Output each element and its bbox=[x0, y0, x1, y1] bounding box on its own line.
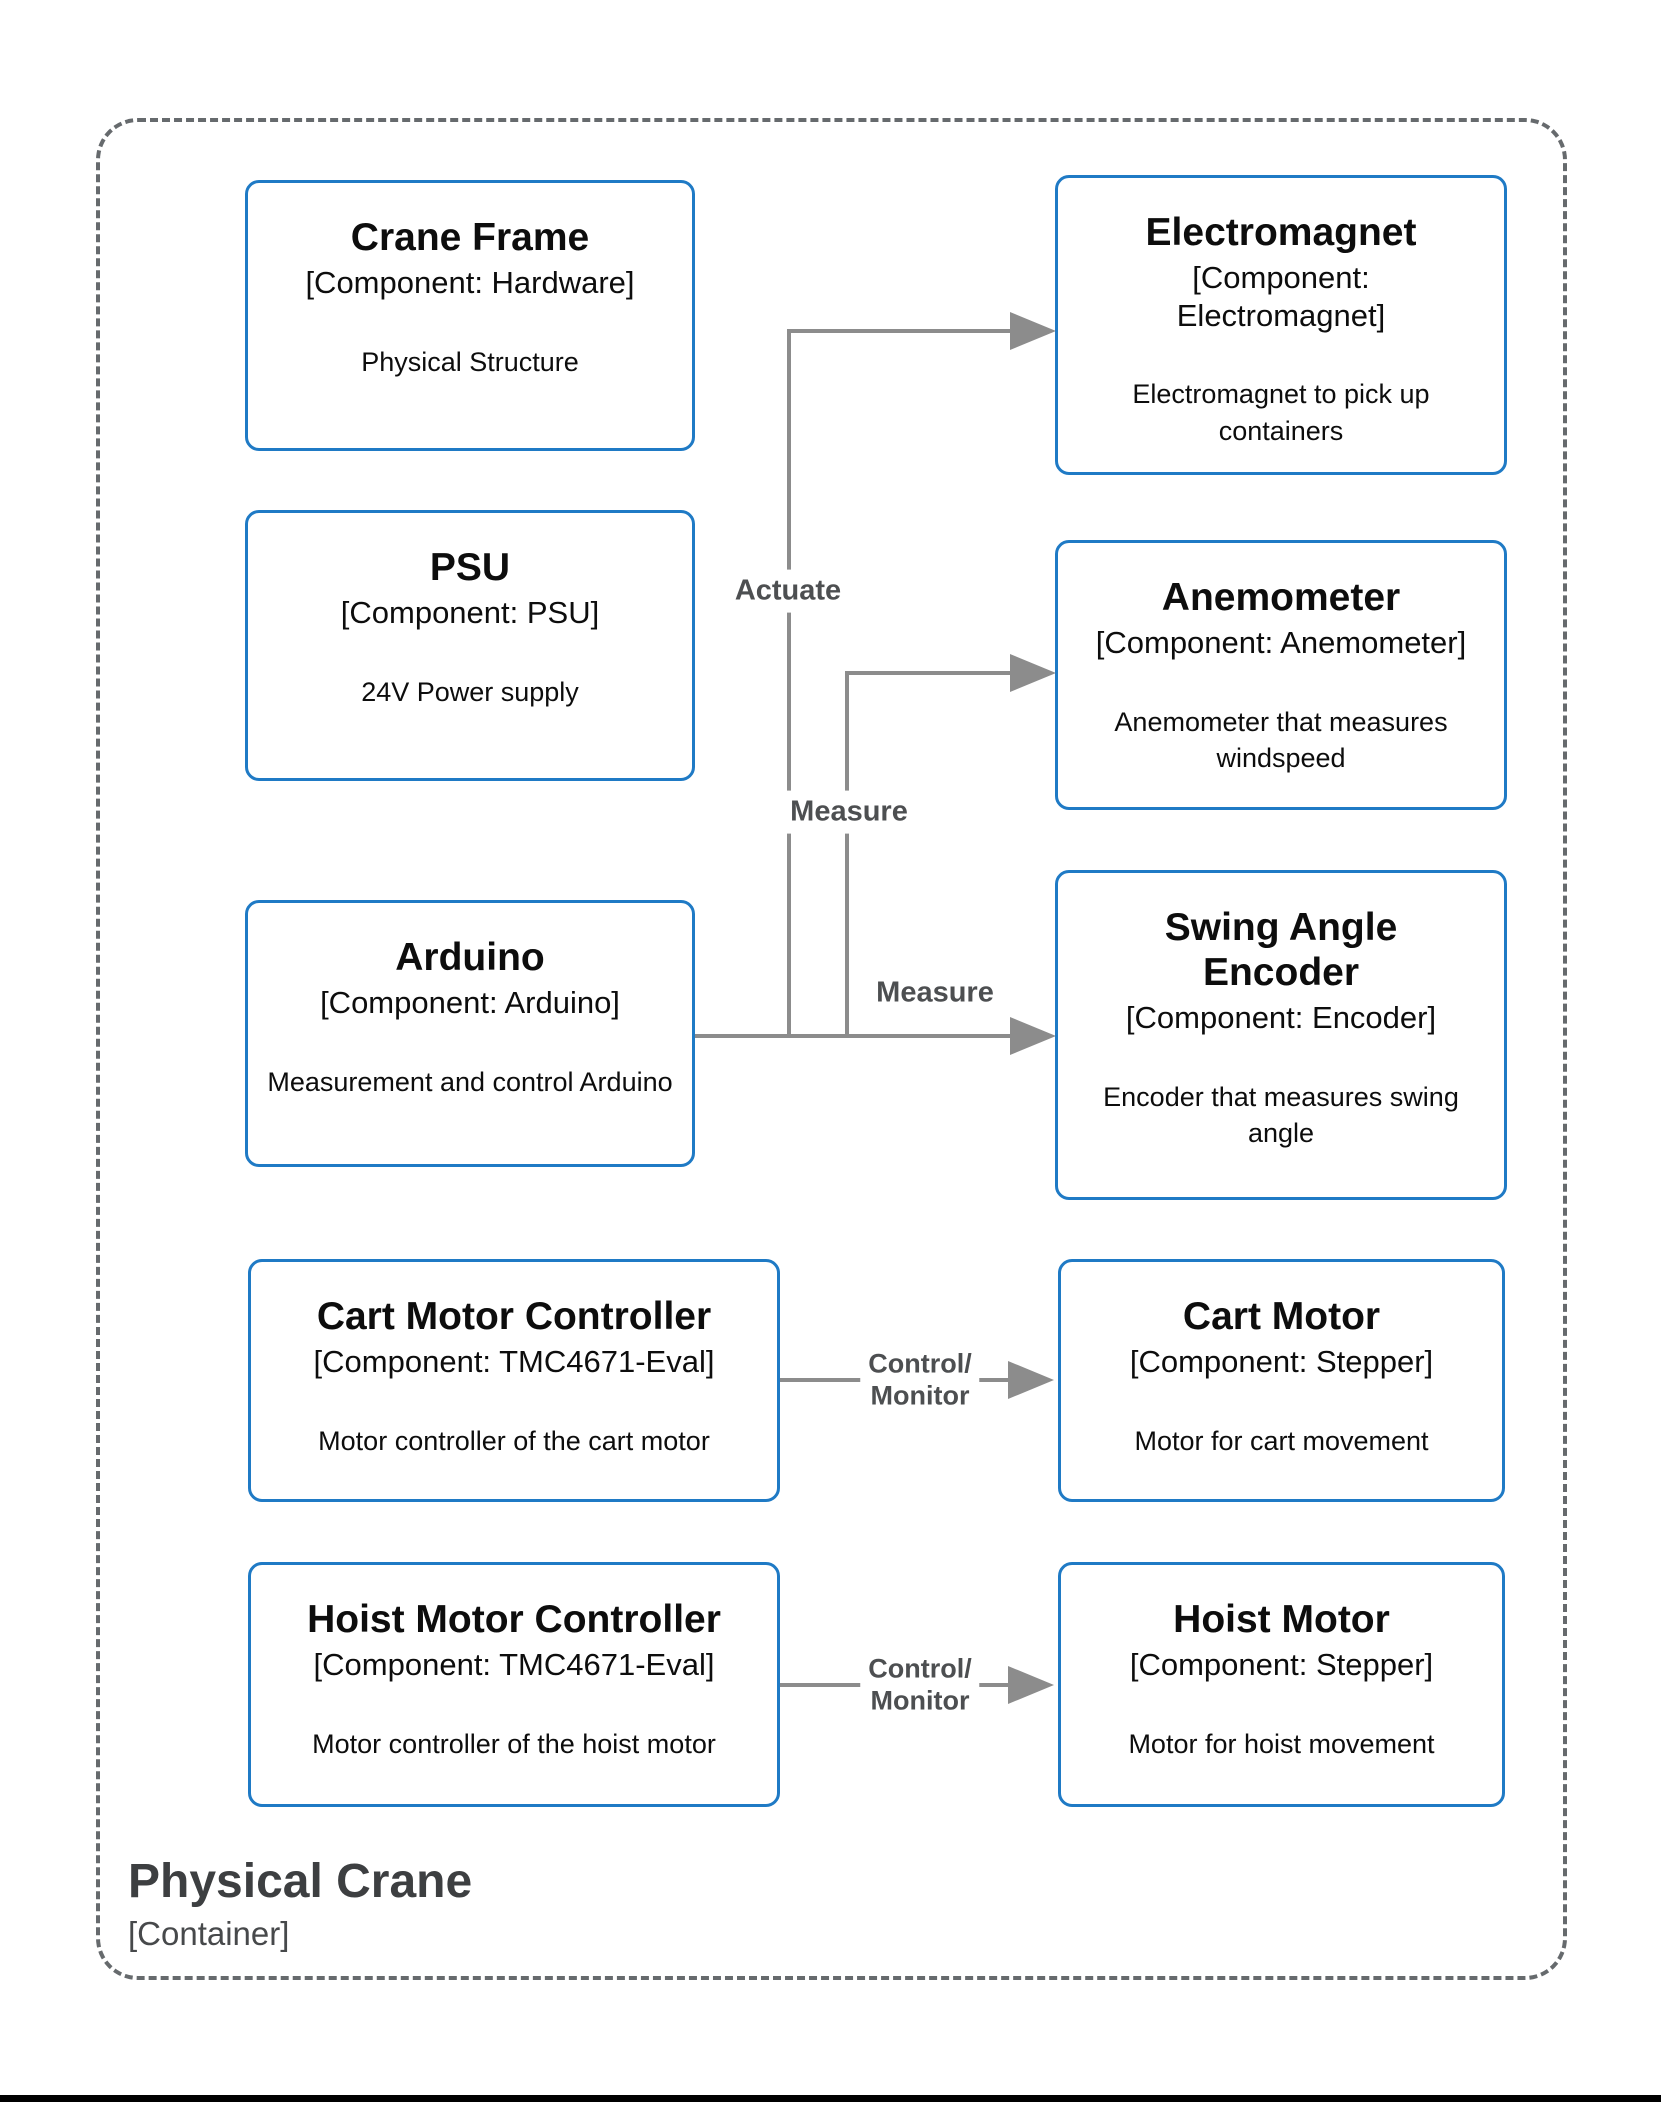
bottom-rule bbox=[0, 2095, 1661, 2102]
node-title: Hoist Motor Controller bbox=[307, 1598, 721, 1641]
container-boundary-physical-crane bbox=[96, 118, 1567, 1980]
node-title: PSU bbox=[429, 546, 511, 589]
node-swing-angle-encoder: Swing Angle Encoder [Component: Encoder]… bbox=[1055, 870, 1507, 1200]
edge-measure-encoder-arrowhead-icon bbox=[1010, 1017, 1056, 1055]
edge-measure-anemometer-arrowhead-icon bbox=[1010, 654, 1056, 692]
edge-measure-anemometer-horizontal-line bbox=[845, 671, 1010, 675]
node-desc: Motor controller of the cart motor bbox=[318, 1425, 710, 1456]
edge-label-measure-encoder: Measure bbox=[866, 971, 1004, 1015]
node-desc: Motor for hoist movement bbox=[1128, 1728, 1435, 1759]
node-meta: [Component: TMC4671-Eval] bbox=[313, 1343, 715, 1379]
node-meta: [Component: Stepper] bbox=[1129, 1646, 1434, 1682]
edge-label-control-monitor-hoist: Control/ Monitor bbox=[860, 1650, 980, 1720]
node-desc: Motor controller of the hoist motor bbox=[312, 1728, 716, 1759]
node-title: Cart Motor bbox=[1182, 1295, 1381, 1338]
container-boundary-label: Physical Crane [Container] bbox=[128, 1855, 473, 1954]
container-type-label: [Container] bbox=[128, 1914, 290, 1952]
node-meta: [Component: Anemometer] bbox=[1095, 624, 1467, 660]
edge-label-line2: Monitor bbox=[870, 1686, 970, 1716]
node-title: Electromagnet bbox=[1145, 211, 1417, 254]
node-psu: PSU [Component: PSU] 24V Power supply bbox=[245, 510, 695, 781]
node-title: Anemometer bbox=[1161, 576, 1401, 619]
node-anemometer: Anemometer [Component: Anemometer] Anemo… bbox=[1055, 540, 1507, 810]
node-meta: [Component: Electromagnet] bbox=[1176, 259, 1386, 333]
edge-control-cart-arrowhead-icon bbox=[1008, 1361, 1054, 1399]
edge-label-line1: Control/ bbox=[868, 1348, 972, 1379]
edge-label-line1: Control/ bbox=[868, 1653, 972, 1684]
node-title: Swing Angle Encoder bbox=[1164, 906, 1398, 994]
node-title: Arduino bbox=[395, 936, 545, 979]
edge-actuate-horizontal-line bbox=[787, 329, 1010, 333]
node-desc: Motor for cart movement bbox=[1134, 1425, 1429, 1456]
node-meta: [Component: TMC4671-Eval] bbox=[313, 1646, 715, 1682]
node-title: Hoist Motor bbox=[1173, 1598, 1390, 1641]
node-title: Cart Motor Controller bbox=[316, 1295, 712, 1338]
node-desc: Measurement and control Arduino bbox=[267, 1066, 673, 1097]
node-meta: [Component: Encoder] bbox=[1125, 999, 1437, 1035]
node-meta: [Component: PSU] bbox=[340, 594, 600, 630]
node-meta: [Component: Arduino] bbox=[320, 984, 620, 1020]
node-arduino: Arduino [Component: Arduino] Measurement… bbox=[245, 900, 695, 1167]
node-desc: 24V Power supply bbox=[361, 676, 579, 707]
node-desc: Physical Structure bbox=[361, 346, 579, 377]
node-title: Crane Frame bbox=[350, 216, 590, 259]
node-meta: [Component: Stepper] bbox=[1129, 1343, 1434, 1379]
node-cart-motor: Cart Motor [Component: Stepper] Motor fo… bbox=[1058, 1259, 1505, 1502]
node-electromagnet: Electromagnet [Component: Electromagnet]… bbox=[1055, 175, 1507, 475]
edge-actuate-arrowhead-icon bbox=[1010, 312, 1056, 350]
edge-measure-encoder-line bbox=[695, 1034, 1010, 1038]
edge-label-line2: Monitor bbox=[870, 1381, 970, 1411]
node-meta: [Component: Hardware] bbox=[305, 264, 635, 300]
node-desc: Encoder that measures swing angle bbox=[1103, 1081, 1459, 1148]
node-cart-motor-controller: Cart Motor Controller [Component: TMC467… bbox=[248, 1259, 780, 1502]
edge-label-actuate: Actuate bbox=[724, 569, 852, 613]
edge-control-hoist-arrowhead-icon bbox=[1008, 1666, 1054, 1704]
node-desc: Electromagnet to pick up containers bbox=[1132, 379, 1430, 446]
edge-label-control-monitor-cart: Control/ Monitor bbox=[860, 1345, 980, 1415]
edge-actuate-vertical-line bbox=[787, 331, 791, 1036]
node-crane-frame: Crane Frame [Component: Hardware] Physic… bbox=[245, 180, 695, 451]
container-title: Physical Crane bbox=[128, 1855, 473, 1908]
node-hoist-motor-controller: Hoist Motor Controller [Component: TMC46… bbox=[248, 1562, 780, 1807]
node-desc: Anemometer that measures windspeed bbox=[1114, 706, 1448, 774]
edge-label-measure-anemometer: Measure bbox=[780, 790, 918, 834]
edge-measure-anemometer-vertical-line bbox=[845, 673, 849, 1036]
node-hoist-motor: Hoist Motor [Component: Stepper] Motor f… bbox=[1058, 1562, 1505, 1807]
